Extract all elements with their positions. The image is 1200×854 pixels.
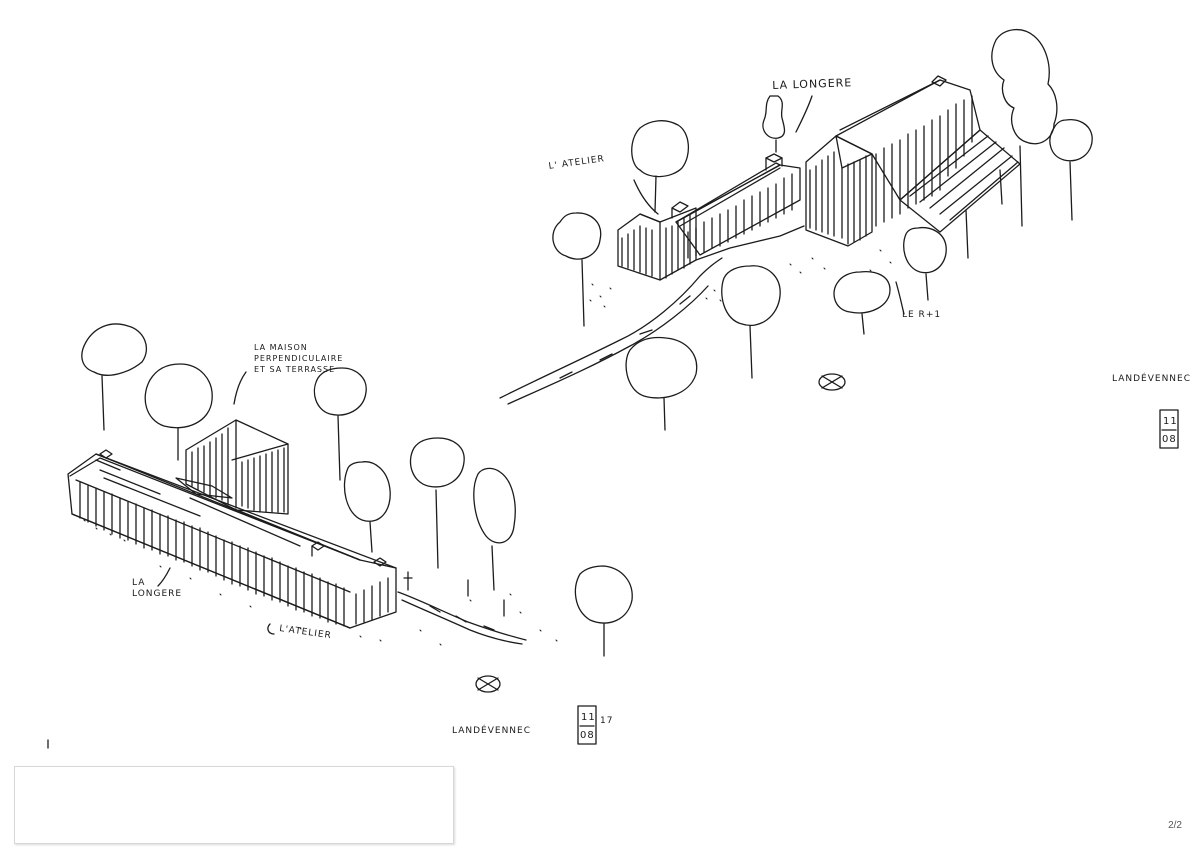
bottom-path bbox=[398, 592, 526, 644]
label-top-town: LANDÉVENNEC bbox=[1112, 374, 1192, 384]
leader-atelier bbox=[268, 624, 274, 634]
tree bbox=[632, 121, 689, 212]
tree bbox=[553, 213, 601, 326]
tree bbox=[410, 438, 464, 568]
bottom-date-year: 17 bbox=[600, 716, 614, 726]
bottom-sketch bbox=[48, 324, 632, 748]
north-arrow-top bbox=[819, 374, 845, 390]
leader-maison bbox=[234, 372, 246, 404]
leader-r1 bbox=[896, 282, 904, 314]
north-arrow-bottom bbox=[476, 676, 500, 692]
tree bbox=[626, 338, 697, 431]
page-number: 2/2 bbox=[1168, 820, 1182, 831]
bottom-longere bbox=[68, 450, 412, 628]
tree bbox=[145, 364, 212, 460]
tree bbox=[763, 96, 785, 152]
label-top-longere: LA LONGERE bbox=[771, 76, 853, 92]
tree bbox=[1050, 120, 1092, 220]
tree bbox=[992, 30, 1057, 226]
title-block bbox=[14, 766, 454, 844]
bottom-date-stamp bbox=[578, 706, 596, 744]
top-date-stamp bbox=[1160, 410, 1178, 448]
tree bbox=[834, 272, 890, 334]
tree bbox=[575, 566, 632, 656]
stipple bbox=[590, 250, 891, 307]
top-date-day: 11 bbox=[1163, 416, 1178, 427]
tree bbox=[474, 468, 515, 590]
top-longere bbox=[676, 154, 800, 258]
tree bbox=[344, 462, 390, 552]
label-bottom-longere: LA LONGERE bbox=[132, 578, 183, 599]
bottom-perpendicular-house bbox=[176, 420, 288, 514]
leader-longere bbox=[158, 568, 170, 586]
bottom-date-month: 08 bbox=[580, 730, 595, 741]
top-atelier bbox=[618, 202, 696, 280]
leader-longere bbox=[796, 96, 812, 132]
top-sketch bbox=[500, 30, 1092, 430]
tree bbox=[722, 266, 780, 378]
label-bottom-maison: LA MAISON PERPENDICULAIRE ET SA TERRASSE bbox=[254, 343, 344, 374]
stipple bbox=[84, 520, 557, 645]
bottom-date-day: 11 bbox=[581, 712, 596, 723]
tree bbox=[904, 228, 947, 300]
label-top-r1: LE R+1 bbox=[902, 310, 942, 320]
top-date-month: 08 bbox=[1162, 434, 1177, 445]
top-r1-house bbox=[806, 76, 1020, 246]
top-path bbox=[500, 226, 804, 404]
tree bbox=[314, 368, 366, 480]
label-bottom-town: LANDÉVENNEC bbox=[452, 726, 532, 736]
leader-atelier bbox=[634, 180, 658, 214]
tree bbox=[82, 324, 147, 430]
